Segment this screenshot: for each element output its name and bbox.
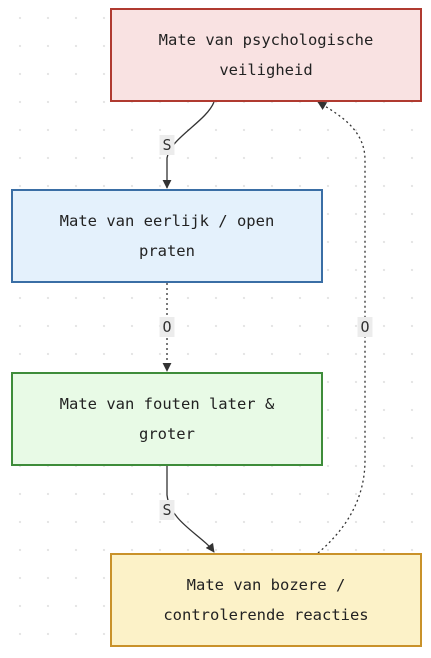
edge-label-s: S	[159, 500, 175, 520]
node-psychologische-veiligheid: Mate van psychologische veiligheid	[110, 8, 422, 102]
node-label-line: groter	[138, 425, 195, 443]
node-eerlijk-open-praten: Mate van eerlijk / open praten	[11, 189, 323, 283]
node-label-line: praten	[138, 242, 195, 260]
edge-psychologische-veiligheid-to-eerlijk-praten	[162, 101, 215, 189]
node-label-line: Mate van eerlijk / open	[59, 212, 275, 230]
node-label-line: Mate van bozere /	[186, 576, 346, 594]
node-label: Mate van bozere / controlerende reacties	[163, 570, 368, 630]
node-label: Mate van psychologische veiligheid	[159, 25, 374, 85]
node-bozere-controlerende-reacties: Mate van bozere / controlerende reacties	[110, 553, 422, 647]
node-label-line: Mate van psychologische	[158, 31, 374, 49]
node-label: Mate van fouten later & groter	[60, 389, 275, 449]
edge-bozere-reacties-to-psychologische-veiligheid	[317, 101, 366, 554]
edge-fouten-to-bozere-reacties	[166, 466, 215, 553]
node-fouten-later-groter: Mate van fouten later & groter	[11, 372, 323, 466]
node-label-line: veiligheid	[219, 61, 313, 79]
edge-label-s: S	[159, 135, 175, 155]
edge-label-o: O	[159, 317, 175, 337]
node-label: Mate van eerlijk / open praten	[60, 206, 275, 266]
node-label-line: Mate van fouten later &	[59, 395, 275, 413]
node-label-line: controlerende reacties	[163, 606, 369, 624]
edge-label-o: O	[357, 317, 373, 337]
